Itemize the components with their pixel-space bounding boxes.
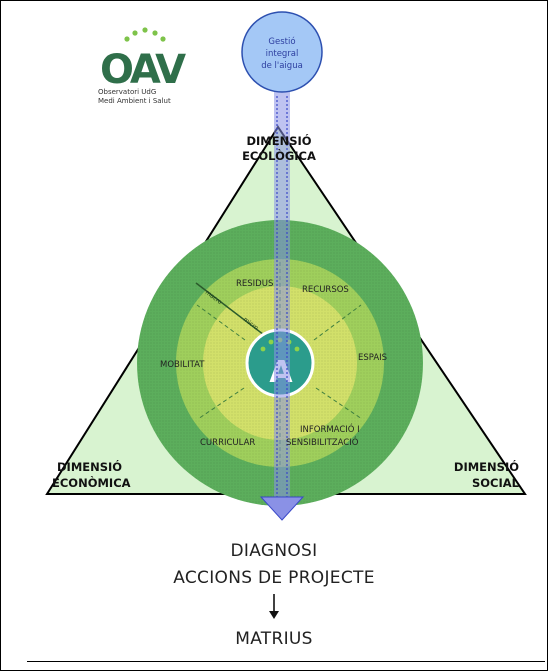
top-node-circle [241, 11, 323, 93]
logo-dots-icon [124, 27, 166, 42]
label-curricular: CURRICULAR [200, 438, 255, 448]
dim-social-line-1: DIMENSIÓ [454, 459, 519, 474]
oav-logo: OAV Observatori UdG Medi Ambient i Salut [98, 27, 189, 105]
logo-line-1: Observatori UdG [98, 88, 156, 96]
macro-micro-line [195, 282, 269, 339]
dim-economica-line-1: DIMENSIÓ [57, 459, 122, 474]
arrow-shaft [274, 92, 290, 498]
label-espais: ESPAIS [358, 353, 387, 363]
output-accions: ACCIONS DE PROJECTE [173, 568, 375, 588]
top-node-line-1: Gestió [268, 36, 295, 47]
label-informacio-1: INFORMACIÓ I [300, 423, 360, 435]
top-node-line-2: integral [266, 49, 299, 59]
dim-social-line-2: SOCIAL [472, 476, 520, 490]
label-mobilitat: MOBILITAT [160, 360, 205, 370]
down-arrow-icon [269, 594, 279, 619]
label-recursos: RECURSOS [302, 285, 349, 295]
label-informacio-2: SENSIBILITZACIÓ [286, 436, 359, 448]
logo-letters: OAV [100, 47, 186, 93]
dim-ecologica-line-2: ECOLÒGICA [242, 148, 316, 163]
arrow-head [259, 496, 305, 521]
logo-line-2: Medi Ambient i Salut [98, 97, 171, 105]
label-residus: RESIDUS [236, 279, 273, 289]
bottom-divider [27, 661, 545, 662]
top-node-line-3: de l'aigua [261, 61, 303, 71]
output-matrius: MATRIUS [235, 629, 313, 649]
dim-ecologica-line-1: DIMENSIÓ [246, 133, 311, 148]
output-diagnosi: DIAGNOSI [230, 541, 318, 561]
dim-economica-line-2: ECONÒMICA [52, 475, 131, 490]
